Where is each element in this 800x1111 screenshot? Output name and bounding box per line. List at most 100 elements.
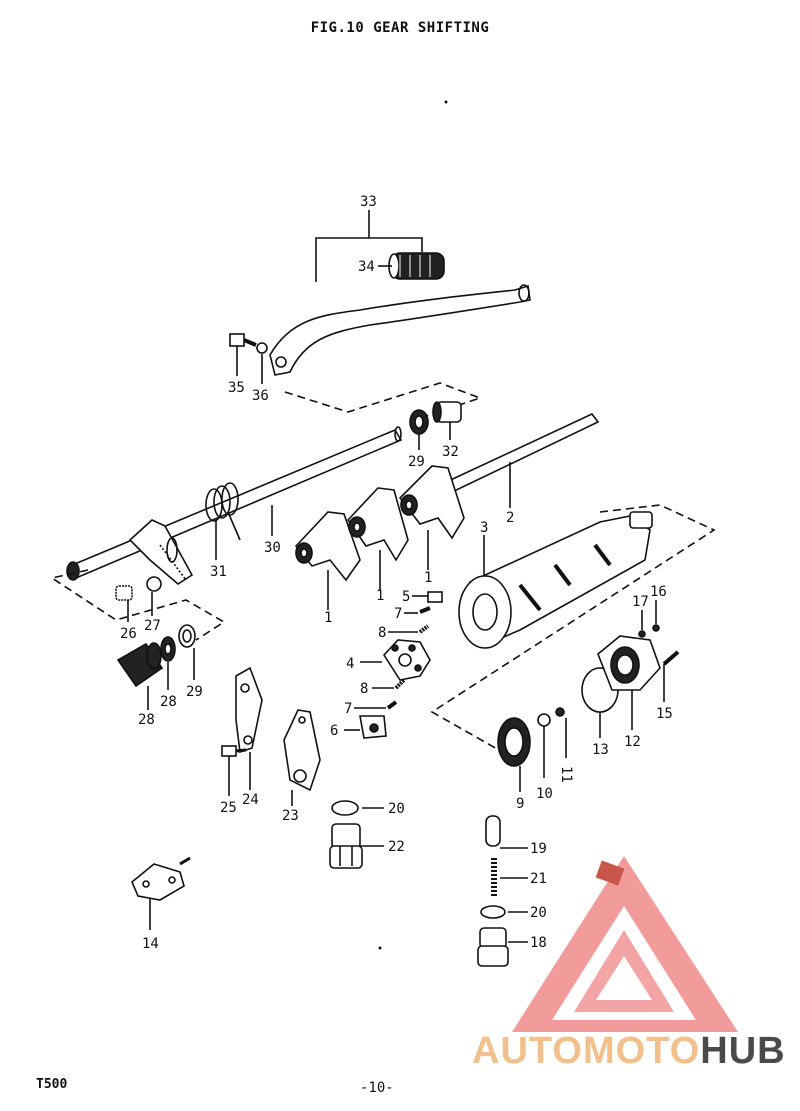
label-2: 2 xyxy=(506,510,514,526)
label-1b: 1 xyxy=(376,588,384,604)
part-8-spring-b xyxy=(394,678,406,690)
label-33: 33 xyxy=(360,194,377,210)
part-14-cover xyxy=(131,856,191,901)
label-20a: 20 xyxy=(388,801,405,817)
part-28-shift-cap xyxy=(116,642,164,688)
part-7-pin-b xyxy=(386,700,398,710)
label-31: 31 xyxy=(210,564,227,580)
label-3: 3 xyxy=(480,520,488,536)
part-27-circlip xyxy=(146,576,162,592)
label-13: 13 xyxy=(592,742,609,758)
part-24-plate xyxy=(235,666,263,754)
part-28-oil-seal xyxy=(160,636,176,662)
watermark-text: AUTOMOTOHUB xyxy=(472,1030,786,1073)
part-1-shift-fork-a xyxy=(294,511,361,582)
label-12: 12 xyxy=(624,734,641,750)
watermark-logo xyxy=(512,856,738,1032)
label-7b: 7 xyxy=(344,701,352,717)
label-9: 9 xyxy=(516,796,524,812)
part-7-pin-a xyxy=(419,606,431,614)
part-17-washer xyxy=(638,630,646,638)
page-number: -10- xyxy=(360,1080,394,1096)
part-20-gasket-b xyxy=(480,905,506,919)
label-8b: 8 xyxy=(360,681,368,697)
guide-line-cam xyxy=(430,504,716,763)
part-35-bolt xyxy=(229,333,257,347)
part-22-plug xyxy=(329,823,363,869)
label-28b: 28 xyxy=(160,694,177,710)
watermark-tag xyxy=(595,860,625,886)
label-6: 6 xyxy=(330,723,338,739)
part-20-gasket-a xyxy=(331,800,359,816)
part-5-pin xyxy=(427,591,443,603)
part-12-cam-cover xyxy=(597,635,661,691)
label-25: 25 xyxy=(220,800,237,816)
part-33-shift-lever xyxy=(269,284,531,376)
label-28a: 28 xyxy=(138,712,155,728)
part-32-bushing xyxy=(432,401,462,423)
part-15-screw xyxy=(662,650,680,666)
label-18: 18 xyxy=(530,935,547,951)
label-22: 22 xyxy=(388,839,405,855)
part-2-fork-shaft xyxy=(440,413,600,496)
shift-shaft-arm-plate xyxy=(128,519,194,585)
part-34-grip-rubber xyxy=(388,252,445,280)
label-15: 15 xyxy=(656,706,673,722)
label-16: 16 xyxy=(650,584,667,600)
part-36-washer xyxy=(256,342,268,354)
part-16-screw xyxy=(652,624,660,632)
part-19-pin xyxy=(485,815,501,847)
label-26: 26 xyxy=(120,626,137,642)
label-35: 35 xyxy=(228,380,245,396)
part-11-bolt xyxy=(555,707,565,717)
label-30: 30 xyxy=(264,540,281,556)
label-10: 10 xyxy=(536,786,553,802)
part-23-plate xyxy=(283,709,321,792)
label-24: 24 xyxy=(242,792,259,808)
part-8-spring-a xyxy=(418,624,430,634)
label-1c: 1 xyxy=(424,570,432,586)
label-20b: 20 xyxy=(530,905,547,921)
part-29-oil-seal-upper xyxy=(409,409,429,435)
speck-dot xyxy=(444,100,448,104)
part-4-cam-driven-gear xyxy=(382,639,431,681)
label-29b: 29 xyxy=(186,684,203,700)
watermark-text-automoto: AUTOMOTO xyxy=(472,1030,701,1072)
label-23: 23 xyxy=(282,808,299,824)
guide-line-shaft xyxy=(49,569,226,641)
label-32: 32 xyxy=(442,444,459,460)
label-27: 27 xyxy=(144,618,161,634)
label-34: 34 xyxy=(358,259,375,275)
figure-title: FIG.10 GEAR SHIFTING xyxy=(310,20,490,36)
label-14: 14 xyxy=(142,936,159,952)
label-11: 11 xyxy=(558,766,574,783)
part-29-washer-lower xyxy=(178,624,196,648)
diagram-drawing xyxy=(49,100,716,967)
part-31-return-spring xyxy=(205,482,241,541)
label-5: 5 xyxy=(402,589,410,605)
part-26-screw xyxy=(115,585,133,601)
watermark-text-hub: HUB xyxy=(700,1030,786,1072)
label-8a: 8 xyxy=(378,625,386,641)
label-1a: 1 xyxy=(324,610,332,626)
part-1-shift-fork-c xyxy=(398,465,465,540)
part-10-washer xyxy=(537,713,551,727)
part-3-shift-cam-drum xyxy=(458,511,653,649)
part-number-labels: 1 1 1 2 3 4 5 6 7 7 8 8 9 10 11 12 13 14… xyxy=(120,194,673,952)
label-4: 4 xyxy=(346,656,354,672)
watermark-triangle-hole xyxy=(596,956,652,1000)
label-21: 21 xyxy=(530,871,547,887)
label-17: 17 xyxy=(632,594,649,610)
label-36: 36 xyxy=(252,388,269,404)
speck-dot xyxy=(378,946,382,950)
label-7a: 7 xyxy=(394,606,402,622)
label-19: 19 xyxy=(530,841,547,857)
part-18-plug xyxy=(477,927,509,967)
part-1-shift-fork-b xyxy=(346,487,409,562)
part-9-oil-seal xyxy=(497,717,531,767)
part-6-stopper xyxy=(359,715,387,739)
model-code: T500 xyxy=(36,1077,68,1092)
label-29a: 29 xyxy=(408,454,425,470)
